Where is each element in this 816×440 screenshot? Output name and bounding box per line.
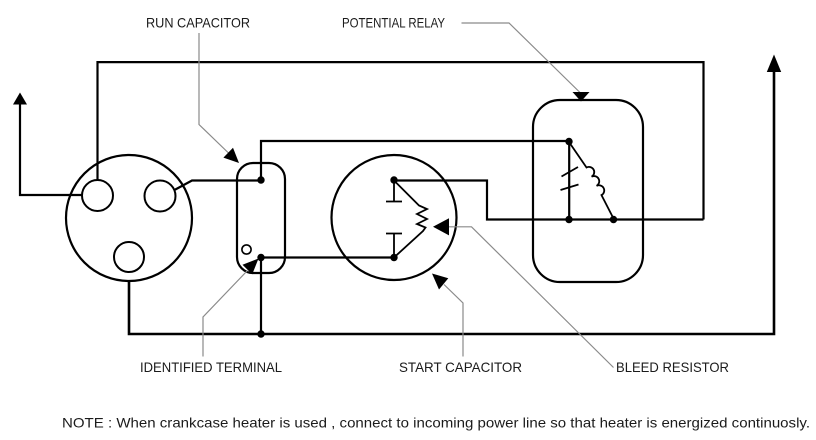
- junction-dot: [609, 215, 618, 224]
- junction-dot: [257, 330, 265, 338]
- junction-dots: [257, 137, 618, 338]
- junction-dot: [390, 176, 398, 184]
- identified-terminal-marker: [241, 244, 252, 255]
- compressor-motor-circle: [64, 153, 194, 283]
- top-supply-wire: [96, 61, 705, 220]
- relay-coil: [568, 141, 615, 219]
- junction-dot: [257, 253, 265, 262]
- run-capacitor-to-relay-contact-wire: [259, 139, 571, 220]
- power-leads: [13, 54, 782, 336]
- junction-dot: [565, 137, 573, 146]
- start-capacitor-plates: [386, 181, 402, 258]
- bleed-resistor-leader-arrow-icon: [433, 218, 449, 236]
- potential-relay-label: POTENTIAL RELAY: [342, 15, 446, 31]
- start-capacitor-leader-arrow-icon: [432, 273, 449, 290]
- run-capacitor-label: RUN CAPACITOR: [146, 15, 250, 31]
- power-lead-right-bus-wire: [127, 71, 776, 336]
- junction-dot: [565, 215, 573, 224]
- run-capacitor-body: [235, 161, 287, 275]
- potential-relay: [531, 98, 645, 284]
- run-capacitor: [235, 161, 287, 275]
- start-capacitor-to-relay-wire: [394, 179, 704, 221]
- identified-terminal-leader-line: [202, 270, 248, 357]
- junction-dot: [257, 176, 265, 184]
- power-lead-left-arrow-icon: [13, 92, 27, 105]
- motor-terminal-right: [143, 179, 177, 213]
- junction-dot: [390, 253, 398, 262]
- motor-to-run-capacitor-wire: [172, 179, 261, 192]
- identified-terminal-leader-arrow-icon: [242, 258, 259, 275]
- potential-relay-leader-arrow-icon: [572, 92, 590, 102]
- compressor-motor: [64, 153, 194, 283]
- relay-contact-tick-upper: [561, 166, 579, 178]
- bleed-resistor-zigzag: [393, 179, 430, 259]
- motor-terminal-left: [81, 179, 114, 212]
- relay-contact-tick-lower: [560, 183, 579, 191]
- power-lead-right-arrow-icon: [766, 54, 782, 72]
- run-capacitor-leader-line: [198, 33, 229, 154]
- start-capacitor-circle: [330, 153, 458, 282]
- bleed-resistor-label: BLEED RESISTOR: [616, 359, 729, 375]
- start-capacitor-label: START CAPACITOR: [399, 359, 522, 375]
- note-text: NOTE : When crankcase heater is used , c…: [62, 415, 810, 431]
- identified-terminal-label: IDENTIFIED TERMINAL: [140, 359, 282, 375]
- bleed-resistor-leader-line: [449, 226, 614, 368]
- labels: RUN CAPACITOR POTENTIAL RELAY IDENTIFIED…: [62, 15, 810, 431]
- potential-relay-body: [531, 98, 645, 284]
- power-lead-left-wire: [18, 103, 84, 197]
- wiring: [96, 61, 705, 334]
- run-capacitor-leader-arrow-icon: [223, 147, 239, 163]
- start-capacitor-leader-line: [443, 284, 464, 357]
- start-capacitor: [330, 153, 458, 282]
- potential-relay-leader-line: [461, 22, 582, 94]
- motor-terminal-bottom: [113, 241, 145, 273]
- callout-leaders: [198, 22, 614, 368]
